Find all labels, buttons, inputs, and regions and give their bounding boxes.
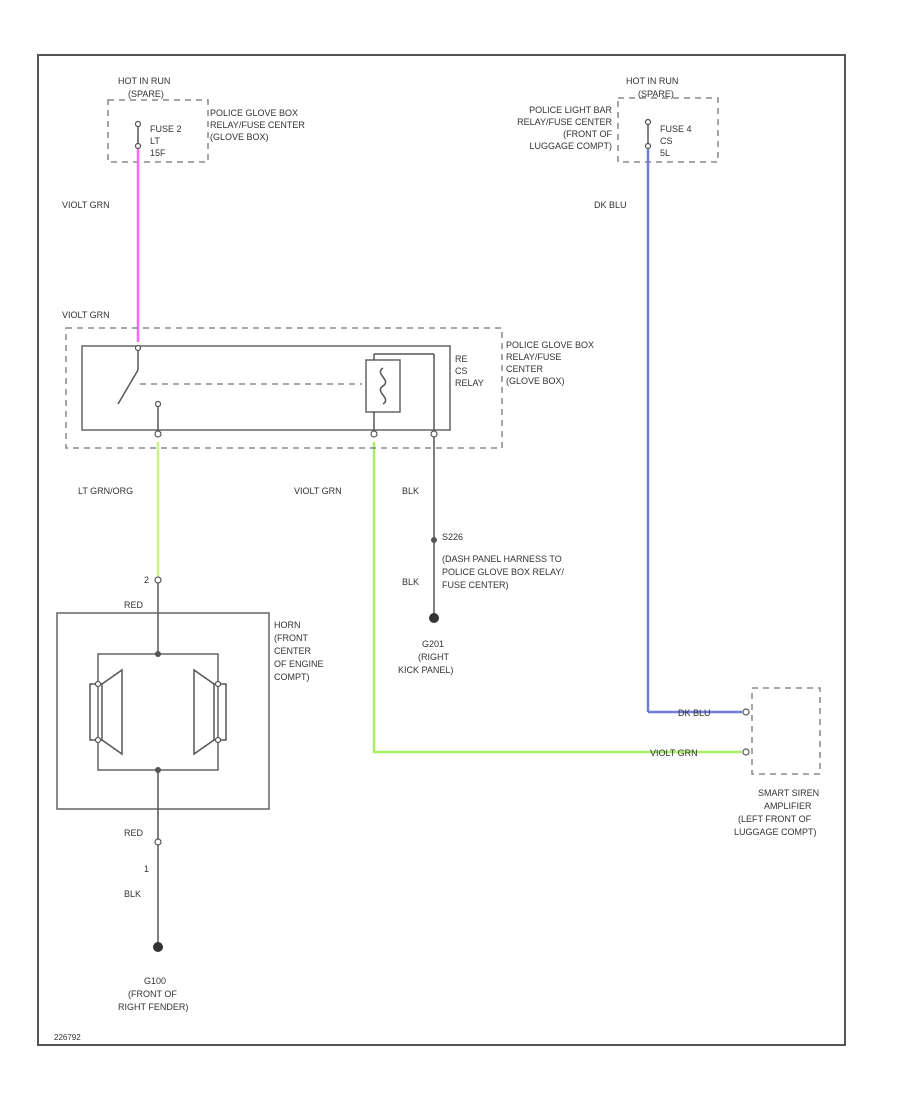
- splice-desc-line3: FUSE CENTER): [442, 580, 509, 590]
- relay-center: RE CS RELAY POLICE GLOVE BOX RELAY/FUSE …: [65, 327, 594, 449]
- relay-switch-contact: [154, 400, 162, 408]
- wire-label-blk-mid: BLK: [402, 486, 419, 496]
- relay-tag-line1: RE: [455, 354, 468, 364]
- wire-label-left-relay-in: VIOLT GRN: [62, 310, 110, 320]
- horn-junction-top: [155, 651, 161, 657]
- fuse-left-circuit: LT: [150, 136, 160, 146]
- amplifier-label-line1: SMART SIREN: [758, 788, 819, 798]
- amplifier-pin-vgrn: [742, 748, 750, 756]
- wire-label-dk-blu-siren: DK BLU: [678, 708, 711, 718]
- fuse-right-header-line1: HOT IN RUN: [626, 76, 678, 86]
- fuse-left-number: FUSE 2: [150, 124, 182, 134]
- horn-label-line2: (FRONT: [274, 633, 308, 643]
- fuse-right-terminal-bottom: [644, 142, 652, 150]
- relay-location-line4: (GLOVE BOX): [506, 376, 565, 386]
- relay-switch-arm: [117, 369, 139, 405]
- ground-g100-id: G100: [144, 976, 166, 986]
- fuse-left-location-line3: (GLOVE BOX): [210, 132, 269, 142]
- amplifier-label-line2: AMPLIFIER: [764, 801, 812, 811]
- horn-label-line5: COMPT): [274, 672, 310, 682]
- fuse-left-header-line1: HOT IN RUN: [118, 76, 170, 86]
- wire-label-violet-green-siren: VIOLT GRN: [650, 748, 698, 758]
- horn-pin-top: 2: [144, 575, 149, 585]
- relay-center-outer: [65, 327, 503, 449]
- fuse-right-rating: 5L: [660, 148, 670, 158]
- fuse-right: HOT IN RUN (SPARE) FUSE 4 CS 5L POLICE L…: [517, 76, 719, 163]
- ground-g201-symbol: [429, 613, 439, 623]
- footer-code: 226792: [54, 1033, 81, 1042]
- relay-location-line3: CENTER: [506, 364, 544, 374]
- horn-outer-box: [56, 612, 270, 810]
- horn-wire-top-label: RED: [124, 600, 144, 610]
- horn-connector-bottom: [154, 838, 162, 846]
- horn-label-line3: CENTER: [274, 646, 312, 656]
- fuse-right-number: FUSE 4: [660, 124, 692, 134]
- fuse-right-terminal-top: [644, 118, 652, 126]
- fuse-left-rating: 15F: [150, 148, 166, 158]
- fuse-left-header-line2: (SPARE): [128, 89, 164, 99]
- fuse-left-location-line1: POLICE GLOVE BOX: [210, 108, 298, 118]
- wire-label-right-top: DK BLU: [594, 200, 627, 210]
- horn-right-terminal-bottom: [214, 736, 222, 744]
- amplifier-box: [751, 687, 821, 775]
- fuse-left-terminal-top: [134, 120, 142, 128]
- relay-tag-line2: CS: [455, 366, 468, 376]
- amplifier-label-line4: LUGGAGE COMPT): [734, 827, 817, 837]
- fuse-left-location-line2: RELAY/FUSE CENTER: [210, 120, 305, 130]
- fuse-right-location-line1: POLICE LIGHT BAR: [529, 105, 612, 115]
- relay-location-line2: RELAY/FUSE: [506, 352, 561, 362]
- horn-wire-bottom-label: RED: [124, 828, 144, 838]
- horn-wire-bottom-pin: 1: [144, 864, 149, 874]
- fuse-left-terminal-bottom: [134, 142, 142, 150]
- splice-dot: [431, 537, 437, 543]
- fuse-left: HOT IN RUN (SPARE) FUSE 2 LT 15F POLICE …: [107, 76, 305, 163]
- horn-ground-wire-label: BLK: [124, 889, 141, 899]
- horn-label-line4: OF ENGINE: [274, 659, 324, 669]
- ground-g100-desc-line1: (FRONT OF: [128, 989, 177, 999]
- relay-pin-vgrn: [370, 430, 378, 438]
- amplifier-label-line3: (LEFT FRONT OF: [738, 814, 812, 824]
- fuse-right-box: [617, 97, 719, 163]
- ground-g100-symbol: [153, 942, 163, 952]
- ground-g201-id: G201: [422, 639, 444, 649]
- splice-id: S226: [442, 532, 463, 542]
- ground-g201-desc-line2: KICK PANEL): [398, 665, 453, 675]
- wire-label-blk-low: BLK: [402, 577, 419, 587]
- relay-switch-common: [134, 344, 142, 352]
- relay-location-line1: POLICE GLOVE BOX: [506, 340, 594, 350]
- splice-desc-line2: POLICE GLOVE BOX RELAY/: [442, 567, 564, 577]
- fuse-right-circuit: CS: [660, 136, 673, 146]
- wire-label-lt-green: LT GRN/ORG: [78, 486, 133, 496]
- relay-coil-winding: [379, 367, 387, 405]
- wire-violet-green-siren: [372, 442, 742, 754]
- fuse-left-box: [107, 99, 209, 163]
- diagram-frame: [37, 54, 846, 1046]
- horn-right-terminal-top: [214, 680, 222, 688]
- horn-left-speaker-icon: [89, 668, 123, 756]
- fuse-right-location-line2: RELAY/FUSE CENTER: [517, 117, 612, 127]
- horn-left-terminal-bottom: [94, 736, 102, 744]
- ground-g201-desc-line1: (RIGHT: [418, 652, 449, 662]
- fuse-right-header-line2: (SPARE): [638, 89, 674, 99]
- relay-coil: [365, 359, 401, 413]
- wire-label-left-top: VIOLT GRN: [62, 200, 110, 210]
- relay-pin-blk: [430, 430, 438, 438]
- horn-right-speaker-icon: [193, 668, 227, 756]
- horn-inner-box: [97, 653, 219, 771]
- horn-connector-top: [154, 576, 162, 584]
- smart-siren-amplifier: SMART SIREN AMPLIFIER (LEFT FRONT OF LUG…: [734, 687, 821, 837]
- ground-g100-desc-line2: RIGHT FENDER): [118, 1002, 188, 1012]
- relay-center-inner: [81, 345, 451, 431]
- horn: 2 RED HORN (FRONT CENTER OF ENGINE COMPT…: [56, 575, 324, 810]
- horn-left-terminal-top: [94, 680, 102, 688]
- relay-tag-line3: RELAY: [455, 378, 484, 388]
- wire-label-violet-green-mid: VIOLT GRN: [294, 486, 342, 496]
- fuse-right-location-line3: (FRONT OF: [563, 129, 612, 139]
- amplifier-pin-dkblu: [742, 708, 750, 716]
- relay-pin-ltgrn: [154, 430, 162, 438]
- fuse-right-location-line4: LUGGAGE COMPT): [529, 141, 612, 151]
- splice-desc-line1: (DASH PANEL HARNESS TO: [442, 554, 562, 564]
- horn-label-line1: HORN: [274, 620, 301, 630]
